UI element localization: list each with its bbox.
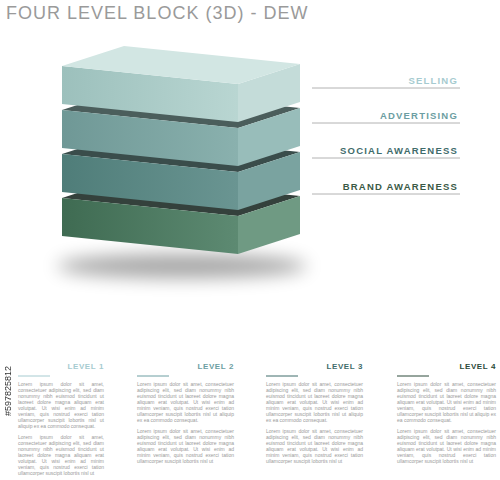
column-heading: LEVEL 2: [137, 362, 234, 371]
level-label: SOCIAL AWARENESS: [300, 145, 458, 156]
leader-line: [312, 123, 460, 124]
body-text: Lorem ipsum dolor sit amet, consectetuer…: [18, 381, 104, 429]
slab-top: [62, 46, 300, 84]
diagram-title: FOUR LEVEL BLOCK (3D) - DEW: [6, 3, 308, 24]
body-text: Lorem ipsum dolor sit amet, consectetuer…: [137, 428, 234, 464]
column-heading: LEVEL 3: [266, 362, 363, 371]
block-shadow: [57, 254, 307, 278]
body-text: Lorem ipsum dolor sit amet, consectetuer…: [397, 381, 496, 423]
heading-rule: [266, 376, 298, 377]
body-text: Lorem ipsum dolor sit amet, consectetuer…: [266, 381, 363, 423]
body-text: Lorem ipsum dolor sit amet, consectetuer…: [18, 434, 104, 476]
level-label: ADVERTISING: [300, 110, 458, 121]
heading-rule: [397, 376, 429, 377]
column-heading: LEVEL 4: [397, 362, 496, 371]
level-label: BRAND AWARENESS: [300, 181, 458, 192]
heading-rule: [137, 376, 169, 377]
leader-line: [312, 88, 460, 89]
body-text: Lorem ipsum dolor sit amet, consectetuer…: [266, 428, 363, 464]
column-heading: LEVEL 1: [18, 362, 104, 371]
heading-rule: [18, 376, 50, 377]
body-text: Lorem ipsum dolor sit amet, consectetuer…: [137, 381, 234, 423]
watermark: #597825812: [3, 366, 15, 416]
leader-line: [312, 194, 460, 195]
level-label: SELLING: [300, 75, 458, 86]
leader-line: [312, 158, 460, 159]
body-text: Lorem ipsum dolor sit amet, consectetuer…: [397, 428, 496, 464]
